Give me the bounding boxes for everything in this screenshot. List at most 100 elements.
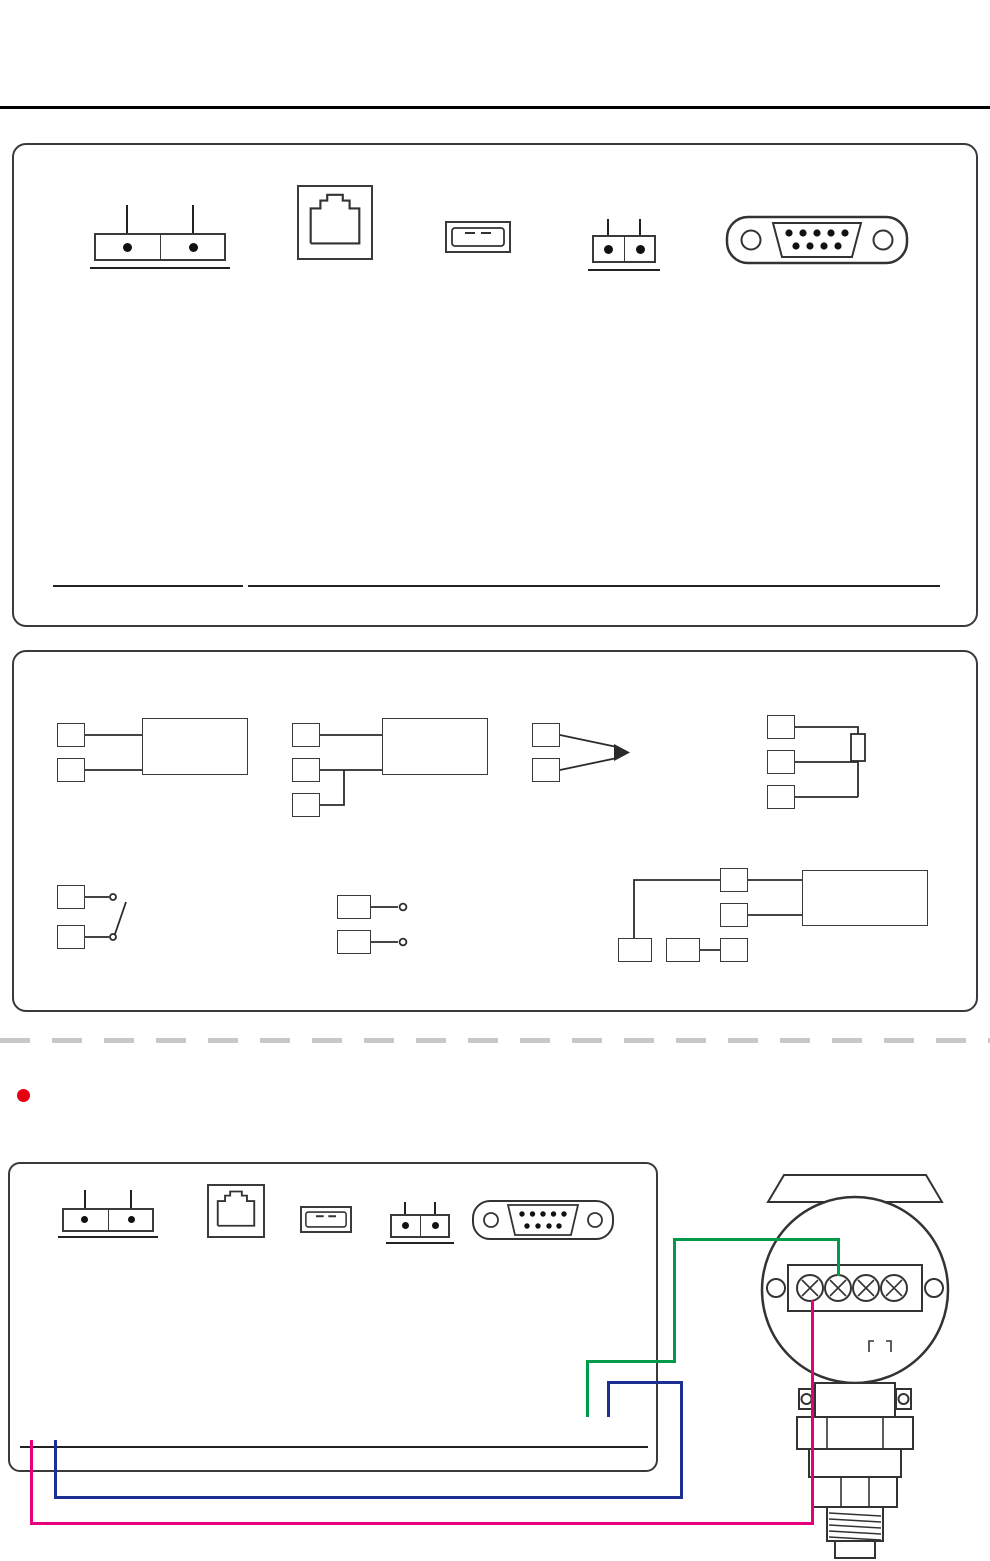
rtd-wires: [795, 726, 859, 798]
feed-terminal-pplus: [337, 895, 371, 919]
transmitter-hex-nut: [812, 1476, 898, 1508]
signal-wire-seg4: [673, 1238, 840, 1241]
two-wire-wires: [633, 879, 802, 951]
signal-wire-seg5: [837, 1238, 840, 1276]
comm-terminal-divider: [624, 237, 625, 261]
power-lead-l: [130, 1190, 132, 1212]
thermocouple-junction: [614, 744, 630, 761]
current-terminal-a: [292, 723, 320, 747]
terminal-rail-left: [53, 585, 243, 587]
comm-terminal-rail: [386, 1242, 454, 1244]
usb-port: [445, 221, 511, 253]
relay-contact: [109, 933, 117, 941]
ethernet-port: [207, 1184, 265, 1238]
comm-terminal-screw: [402, 1222, 409, 1229]
section-bullet: [17, 1089, 30, 1102]
power-terminal-block: [94, 233, 226, 261]
transmitter-flange: [796, 1416, 914, 1450]
power-terminal-divider: [108, 1210, 109, 1230]
two-wire-terminal-b: [720, 903, 748, 927]
current-terminal-c: [292, 793, 320, 817]
instrument-rear-panel: [12, 143, 978, 627]
power-lead-l: [192, 205, 194, 237]
current-terminal-b: [292, 758, 320, 782]
signal-wire-seg2: [586, 1360, 676, 1363]
rj45-jack-icon: [309, 193, 361, 245]
two-wire-terminal-pplus: [618, 938, 652, 962]
usb-socket-icon: [451, 227, 505, 247]
usb-socket-icon: [305, 1211, 347, 1228]
clamp-screw: [800, 1393, 813, 1405]
comm-lead-b: [434, 1202, 436, 1216]
signal-wire-seg3: [673, 1240, 676, 1363]
pin-bracket-left: [868, 1340, 874, 1352]
voltage-terminal-a: [57, 723, 85, 747]
power-terminal-screw: [123, 243, 132, 252]
pressure-transmitter: [760, 1174, 950, 1559]
wiring-notes-lines: [85, 726, 866, 951]
power-terminal-divider: [160, 235, 161, 259]
comm-terminal-rail: [588, 269, 660, 271]
power-terminal-screw: [81, 1216, 88, 1223]
pin-bracket-right: [886, 1340, 892, 1352]
relay-terminal-r2: [57, 925, 85, 949]
printer-port: [472, 1200, 614, 1240]
current-input-box: [382, 718, 488, 775]
feed-wires: [369, 906, 398, 943]
power-terminal-rail: [58, 1236, 158, 1238]
mount-screw: [766, 1278, 786, 1298]
power-lead-n: [126, 205, 128, 237]
dashed-divider: [0, 1038, 990, 1043]
transmitter-neck: [814, 1382, 896, 1418]
feed-minus-wire-seg4: [607, 1381, 683, 1384]
transmitter-thread-stem: [826, 1506, 884, 1542]
terminal-rail-right: [156, 1446, 648, 1448]
comm-terminal-screw: [432, 1222, 439, 1229]
relay-terminal-r1: [57, 885, 85, 909]
feed-minus-wire-seg1: [54, 1440, 57, 1499]
rtd-resistor-symbol: [850, 733, 866, 762]
comm-terminal-block: [592, 235, 656, 263]
thermocouple-terminal-a: [532, 723, 560, 747]
voltage-terminal-b: [57, 758, 85, 782]
feed-minus-wire-seg5: [607, 1381, 610, 1417]
comm-terminal-divider: [420, 1216, 421, 1236]
terminal-rail-left: [20, 1446, 158, 1448]
mount-screw: [924, 1278, 944, 1298]
feed-minus-wire-seg3: [680, 1381, 683, 1499]
signal-wire-seg1: [586, 1362, 589, 1417]
db9-pins: [785, 229, 849, 250]
current-wires: [320, 734, 382, 806]
voltage-wires: [85, 734, 142, 771]
thermocouple-wires: [559, 734, 618, 771]
rtd-terminal-a: [767, 715, 795, 739]
recorder-panel-small: [8, 1162, 658, 1472]
db9-pins: [519, 1211, 567, 1229]
power-lead-n: [84, 1190, 86, 1212]
two-wire-terminal-a: [720, 868, 748, 892]
comm-lead-a: [404, 1202, 406, 1216]
rtd-terminal-c: [767, 785, 795, 809]
power-terminal-block: [62, 1208, 154, 1232]
rj45-jack-icon: [216, 1190, 256, 1227]
ethernet-port: [297, 185, 373, 260]
relay-contact: [109, 893, 117, 901]
feed-terminal: [398, 937, 408, 947]
terminal-screw-slots: [801, 1279, 903, 1541]
power-terminal-rail: [90, 267, 230, 269]
printer-port: [725, 215, 909, 265]
comm-lead-a: [607, 219, 609, 239]
title-rule: [0, 106, 990, 109]
comm-terminal-block: [390, 1214, 450, 1238]
two-wire-terminal-pminus: [666, 938, 700, 962]
feed-plus-wire-seg3: [811, 1300, 814, 1525]
two-wire-terminal-c: [720, 938, 748, 962]
feed-minus-wire-seg2: [54, 1496, 683, 1499]
clamp-screw: [897, 1393, 910, 1405]
feed-terminal-pminus: [337, 930, 371, 954]
comm-terminal-screw: [604, 245, 613, 254]
power-terminal-screw: [128, 1216, 135, 1223]
comm-lead-b: [639, 219, 641, 239]
comm-terminal-screw: [636, 245, 645, 254]
